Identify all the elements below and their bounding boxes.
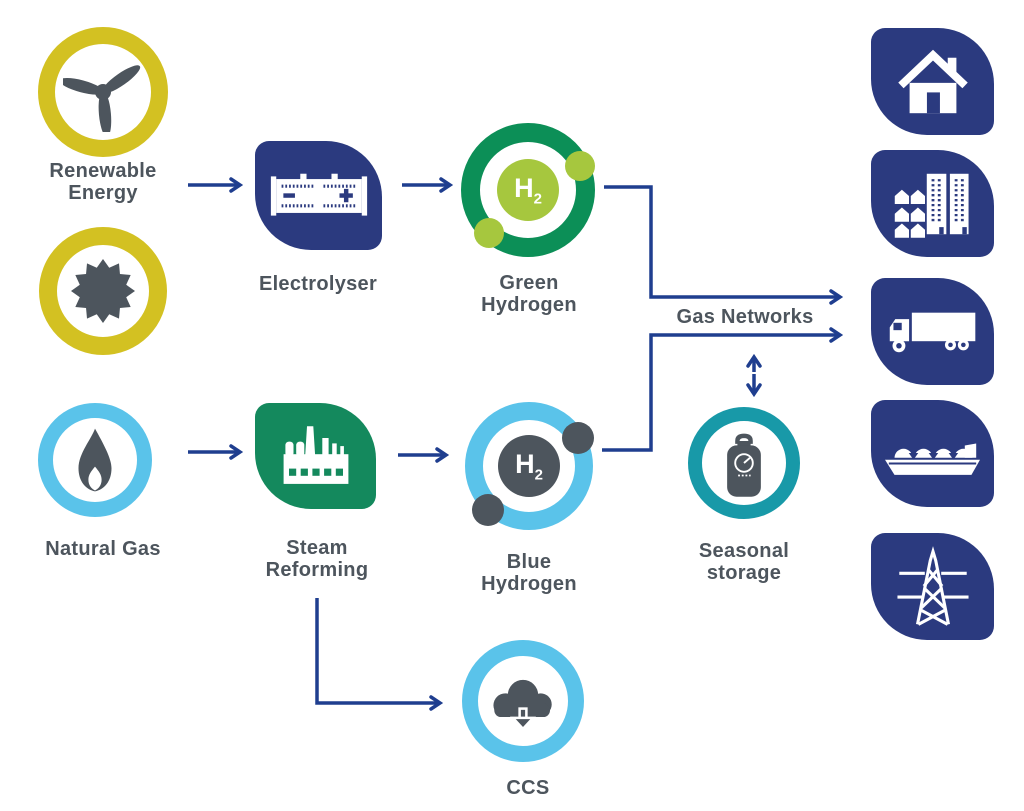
carbon-capture-cloud-icon [493,679,552,731]
factory-icon [283,426,348,484]
end-use-home [871,28,994,135]
electricity-pylon-icon [896,545,969,626]
electrolyser-label: Electrolyser [258,273,378,295]
wind-turbine-icon [63,65,141,132]
seasonal-storage-node [688,407,800,519]
blue-h2-core: H2 [498,435,560,497]
seasonal-storage-label: Seasonal storage [698,540,790,584]
gas-cylinder-icon [727,433,761,497]
renewable-solar-node [39,227,167,355]
sun-icon [71,259,135,323]
gas-networks-label: Gas Networks [676,306,814,328]
end-use-shipping [871,400,994,507]
blue-orbit-dot-top [562,422,594,454]
blue-hydrogen-label: Blue Hydrogen [481,551,577,595]
green-hydrogen-label: Green Hydrogen [481,272,577,316]
natural-gas-node [38,403,152,517]
renewable-energy-label: Renewable Energy [49,160,157,204]
buildings-icon [894,173,969,238]
green-orbit-dot-bottom [474,218,504,248]
renewable-wind-node [38,27,168,157]
electrolyser-stack-icon [270,173,367,216]
steam-reforming-label: Steam Reforming [265,537,369,581]
ccs-label: CCS [506,777,550,799]
ccs-node [462,640,584,762]
end-use-buildings [871,150,994,257]
green-h2-core: H2 [497,159,559,221]
steam-reforming-node [255,403,376,509]
flame-icon [78,428,112,492]
electrolyser-node [255,141,382,250]
house-icon [897,49,968,113]
end-use-transport [871,278,994,385]
natural-gas-label: Natural Gas [45,538,161,560]
end-use-power [871,533,994,640]
truck-icon [889,312,975,352]
lng-ship-icon [885,443,980,475]
blue-orbit-dot-bottom [472,494,504,526]
line-greenhydrogen-to-gasnetworks [604,185,844,305]
line-steamreforming-to-ccs [315,598,444,711]
green-orbit-dot-top [565,151,595,181]
